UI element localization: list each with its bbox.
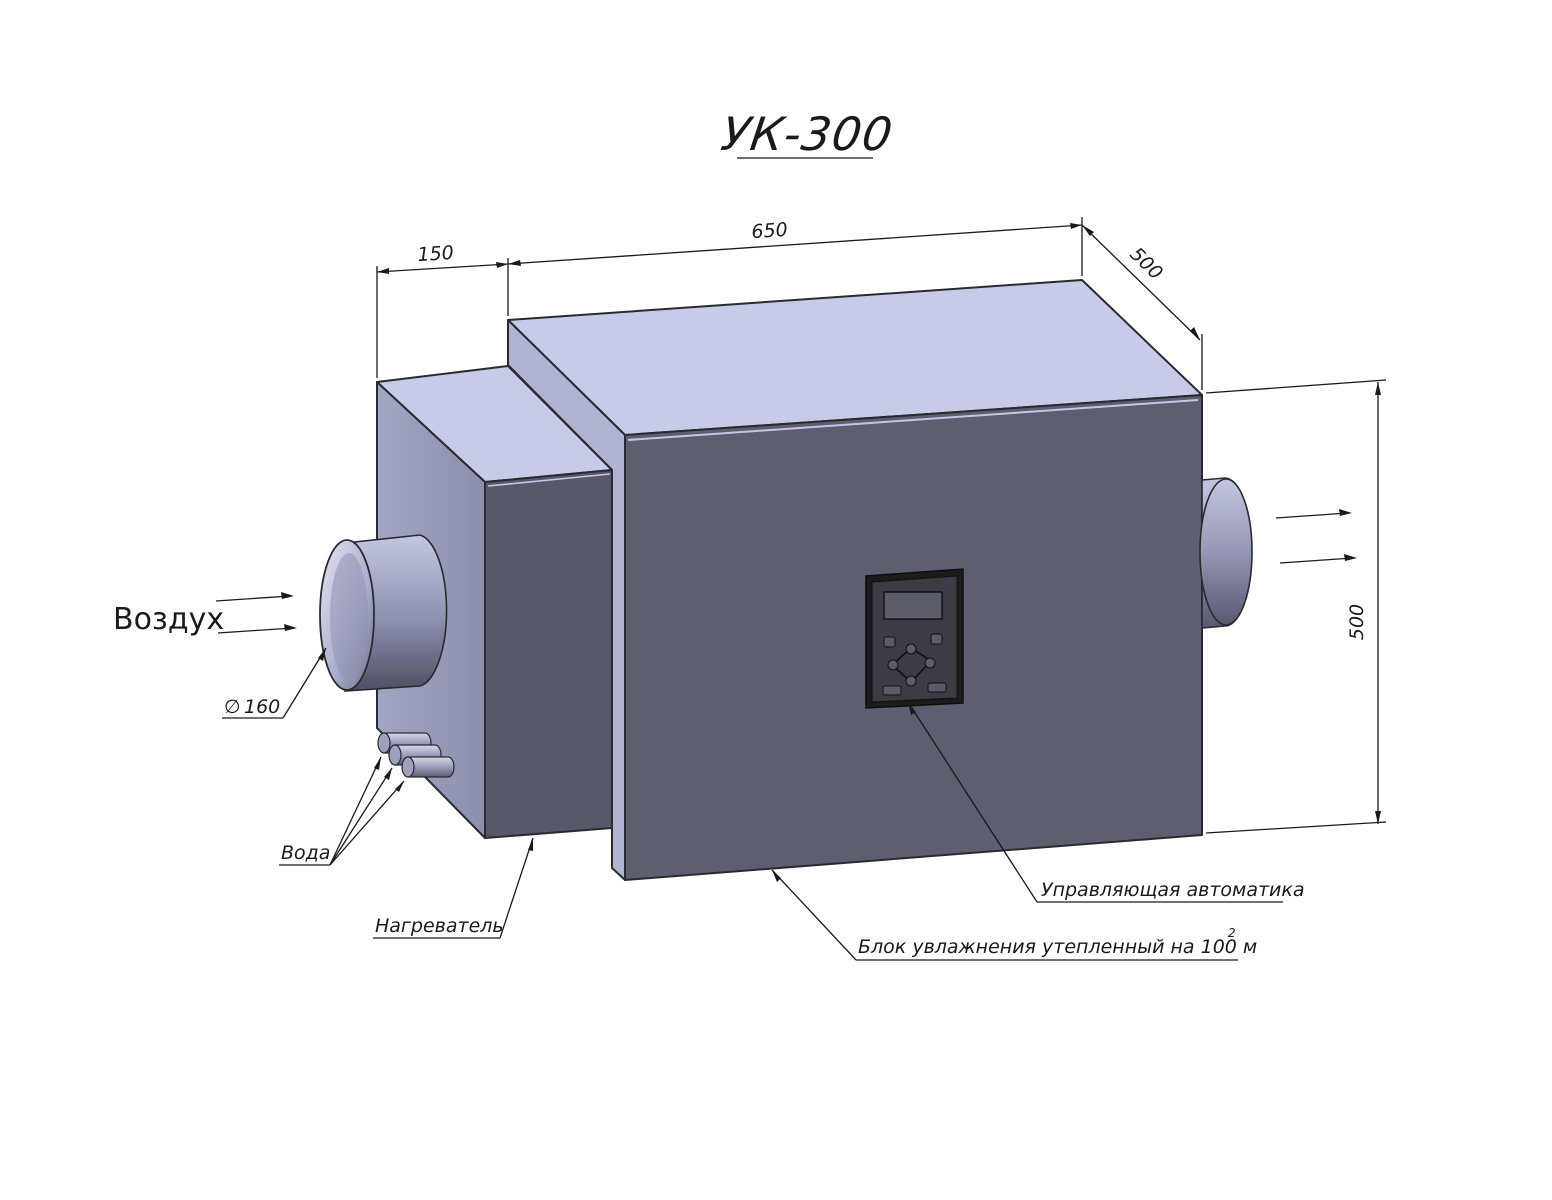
label-heater: Нагреватель xyxy=(375,915,504,937)
control-panel-button xyxy=(924,657,936,669)
dim-duct-diameter-symbol: ∅ xyxy=(224,696,241,718)
dimension-top xyxy=(376,217,1203,390)
label-water: Вода xyxy=(281,842,330,864)
leader-water xyxy=(279,756,405,866)
drawing-title: УК-300 xyxy=(718,107,897,161)
label-control-automation: Управляющая автоматика xyxy=(1041,879,1305,901)
dim-depth: 500 xyxy=(1125,243,1166,284)
control-panel-display xyxy=(883,591,943,620)
heater-front-edge-highlight xyxy=(487,473,611,487)
dim-duct-diameter: 160 xyxy=(244,696,280,718)
label-humidifier-superscript: 2 xyxy=(1228,926,1236,940)
leader-diameter xyxy=(222,647,327,719)
control-panel-button xyxy=(905,643,917,655)
control-panel-button xyxy=(883,636,896,648)
control-panel xyxy=(865,568,964,709)
leader-control xyxy=(907,701,1283,903)
dim-height: 500 xyxy=(1346,604,1368,640)
dim-body-length: 650 xyxy=(751,219,789,243)
body-front-edge-highlight xyxy=(627,399,1199,441)
dimension-height xyxy=(1205,379,1387,834)
control-panel-button xyxy=(905,675,917,687)
control-panel-button xyxy=(882,685,902,696)
label-humidifier-block: Блок увлажнения утепленный на 100 м xyxy=(858,936,1257,958)
leader-humidifier xyxy=(771,869,1238,961)
outlet-duct xyxy=(1199,477,1253,629)
control-panel-button xyxy=(930,633,943,645)
label-air: Воздух xyxy=(113,602,224,637)
dim-heater-length: 150 xyxy=(417,242,455,266)
water-pipes xyxy=(377,732,455,778)
inlet-duct xyxy=(319,534,448,692)
arrow-right xyxy=(215,509,1357,634)
control-panel-button xyxy=(887,659,899,671)
leader-heater xyxy=(373,837,534,939)
heater-front-face xyxy=(484,469,613,839)
control-panel-button xyxy=(927,682,947,693)
